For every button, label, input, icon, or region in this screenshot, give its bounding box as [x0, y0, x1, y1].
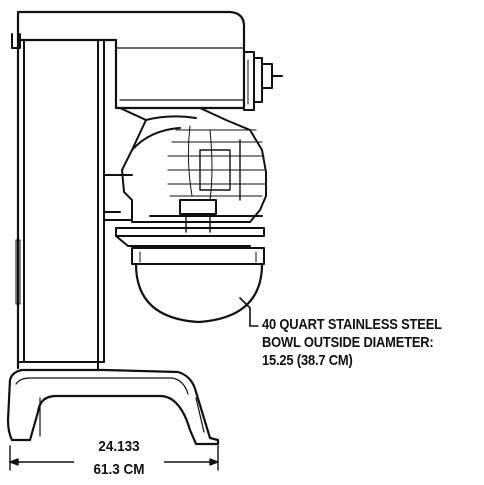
planetary-housing [119, 107, 267, 223]
mixing-bowl [131, 247, 265, 324]
attachment-hub [243, 51, 283, 111]
callout-line-3: 15.25 (38.7 CM) [262, 352, 353, 369]
mixer-base [6, 368, 220, 446]
callout-line-1: 40 QUART STAINLESS STEEL [262, 316, 442, 333]
mixer-head [11, 10, 246, 371]
bowl-callout-text: 40 QUART STAINLESS STEEL BOWL OUTSIDE DI… [262, 316, 453, 370]
base-width-cm: 61.3 CM [74, 461, 164, 479]
bowl-yoke [115, 199, 265, 247]
mixer-column [15, 38, 133, 370]
callout-line-2: BOWL OUTSIDE DIAMETER: [262, 334, 434, 351]
base-dimension-line [9, 445, 219, 471]
bowl-callout-leader [239, 297, 259, 327]
base-width-inches: 24.133 [74, 438, 164, 456]
